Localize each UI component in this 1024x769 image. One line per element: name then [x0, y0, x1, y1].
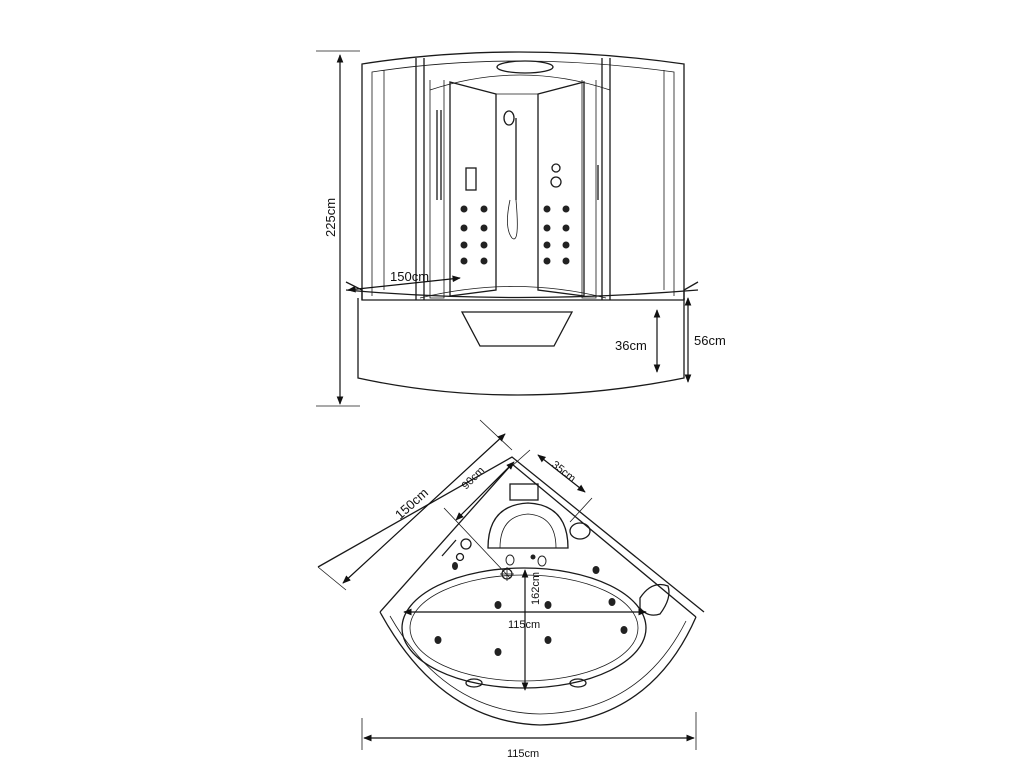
- front-elevation: 225cm 150cm 36cm 56cm: [316, 50, 726, 407]
- plan-view: 115cm 162cm 150cm 90cm 35cm 115cm: [317, 419, 705, 760]
- tub-inner-label: 36cm: [615, 338, 647, 353]
- rain-shower-head: [496, 60, 554, 74]
- seat-backrest: [509, 483, 539, 501]
- dimension-seat: [537, 454, 586, 493]
- back-panel-right: [537, 81, 585, 297]
- headrest: [639, 583, 670, 616]
- dimension-side: [342, 433, 506, 584]
- cabin-outer-frame: [361, 51, 685, 300]
- depth-label: 162cm: [530, 572, 542, 605]
- wall-label: 90cm: [460, 465, 488, 493]
- overall-width-label: 115cm: [507, 748, 539, 760]
- roof-panel: [429, 74, 611, 91]
- valve-knob: [551, 163, 561, 173]
- side-jet-right: [569, 678, 587, 688]
- side-jet-left: [465, 678, 483, 688]
- body-jets-left: [460, 205, 488, 265]
- tub-outer-rim: [379, 611, 697, 726]
- tub-rim: [345, 289, 699, 299]
- dimension-wall: [455, 461, 515, 521]
- faucet-icon: [441, 539, 457, 557]
- seat-label: 35cm: [549, 459, 578, 485]
- tub-front-panel: [460, 311, 574, 347]
- tub-outer-label: 56cm: [694, 333, 726, 348]
- hand-shower-icon: [503, 110, 515, 126]
- corner-walls: [317, 456, 705, 613]
- dimension-width: [347, 275, 461, 293]
- height-label: 225cm: [323, 198, 338, 237]
- width-label: 150cm: [390, 269, 429, 284]
- inner-width-label: 115cm: [508, 619, 540, 631]
- body-jets-right: [543, 205, 570, 265]
- control-panel: [465, 167, 477, 191]
- tub-apron: [357, 298, 685, 396]
- side-label: 150cm: [392, 485, 431, 522]
- drain-icon: [569, 522, 591, 540]
- back-panel-left: [449, 81, 497, 297]
